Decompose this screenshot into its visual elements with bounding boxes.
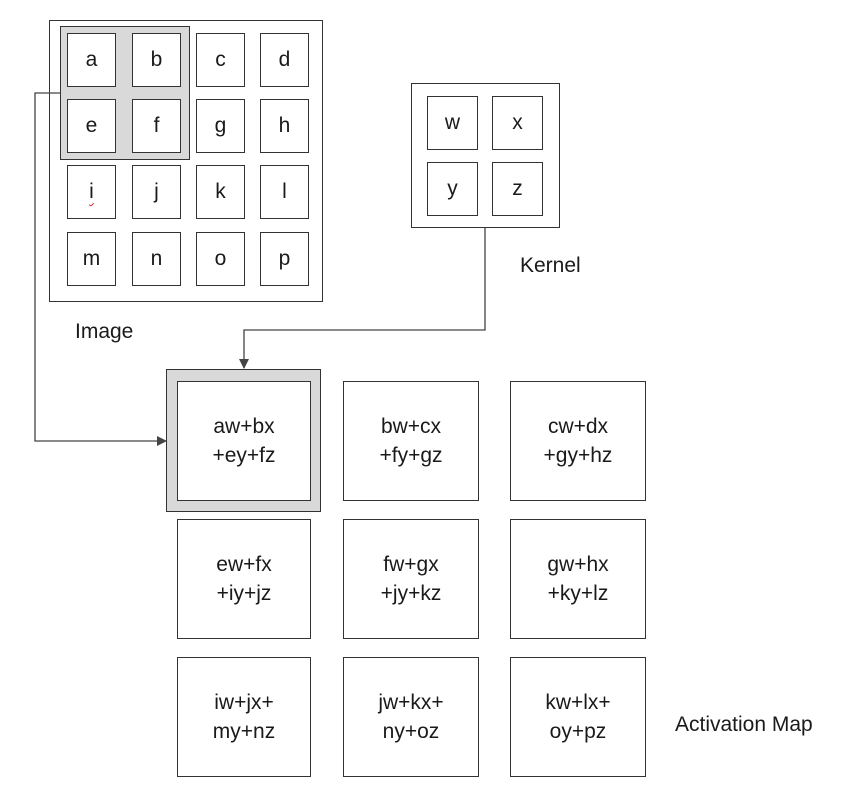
activation-cell-7-line2: my+nz: [212, 720, 276, 743]
activation-cell-2-line1: bw+cx: [380, 415, 442, 438]
image-cell-k: k: [196, 165, 245, 219]
activation-cell-8-line1: jw+kx+: [378, 691, 444, 714]
activation-cell-3-line2: +gy+hz: [543, 444, 613, 467]
activation-cell-7-line1: iw+jx+: [214, 691, 274, 714]
image-cell-g: g: [196, 99, 245, 153]
image-cell-o: o: [196, 232, 245, 286]
activation-cell-2: bw+cx +fy+gz: [343, 381, 479, 501]
image-cell-a: a: [67, 33, 116, 87]
activation-cell-4-line2: +iy+jz: [216, 582, 272, 605]
activation-cell-2-line2: +fy+gz: [379, 444, 443, 467]
image-cell-c: c: [196, 33, 245, 87]
image-cell-i: i: [67, 165, 116, 219]
activation-cell-3-line1: cw+dx: [547, 415, 609, 438]
image-cell-p: p: [260, 232, 309, 286]
activation-cell-6: gw+hx +ky+lz: [510, 519, 646, 639]
kernel-cell-y: y: [427, 162, 478, 216]
activation-cell-7: iw+jx+ my+nz: [177, 657, 311, 777]
image-cell-m: m: [67, 232, 116, 286]
kernel-cell-x: x: [492, 96, 543, 150]
activation-cell-1-line1: aw+bx: [213, 415, 275, 438]
image-cell-f: f: [132, 99, 181, 153]
activation-cell-6-line2: +ky+lz: [547, 582, 609, 605]
image-to-activation-arrow: [34, 92, 167, 446]
image-cell-n: n: [132, 232, 181, 286]
activation-cell-5-line2: +jy+kz: [380, 582, 442, 605]
activation-cell-4: ew+fx +iy+jz: [177, 519, 311, 639]
kernel-cell-z: z: [492, 162, 543, 216]
image-cell-b: b: [132, 33, 181, 87]
activation-cell-3: cw+dx +gy+hz: [510, 381, 646, 501]
image-label: Image: [75, 320, 134, 343]
activation-cell-8-line2: ny+oz: [382, 720, 440, 743]
kernel-cell-w: w: [427, 96, 478, 150]
image-cell-l: l: [260, 165, 309, 219]
image-cell-j: j: [132, 165, 181, 219]
image-cell-i-text: i: [89, 180, 94, 203]
activation-cell-4-line1: ew+fx: [216, 553, 272, 576]
image-cell-d: d: [260, 33, 309, 87]
activation-cell-9-line2: oy+pz: [549, 720, 607, 743]
activation-cell-9-line1: kw+lx+: [545, 691, 611, 714]
image-cell-e: e: [67, 99, 116, 153]
activation-cell-8: jw+kx+ ny+oz: [343, 657, 479, 777]
activation-cell-5-line1: fw+gx: [383, 553, 439, 576]
activation-cell-9: kw+lx+ oy+pz: [510, 657, 646, 777]
image-cell-h: h: [260, 99, 309, 153]
kernel-label: Kernel: [520, 254, 581, 277]
kernel-to-activation-arrow: [239, 228, 486, 369]
activation-map-label: Activation Map: [675, 713, 813, 736]
activation-cell-6-line1: gw+hx: [547, 553, 609, 576]
activation-cell-1-line2: +ey+fz: [212, 444, 276, 467]
activation-cell-5: fw+gx +jy+kz: [343, 519, 479, 639]
activation-cell-1: aw+bx +ey+fz: [177, 381, 311, 501]
